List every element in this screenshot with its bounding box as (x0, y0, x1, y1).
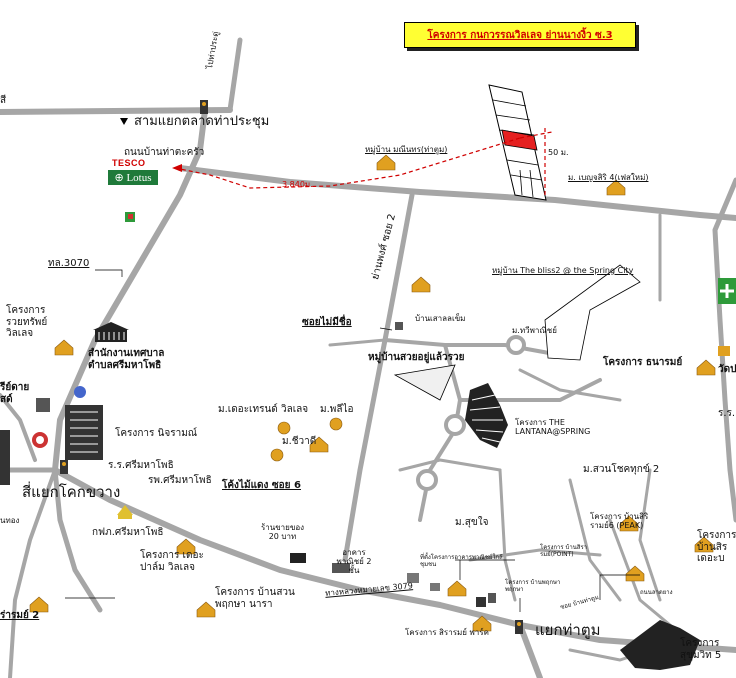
left-ramy-label: ร่ารมย์ 2 (0, 610, 40, 621)
sukhumvit5-label: โครงการ สุขุมวิท 5 (680, 638, 722, 661)
office-building-icon (93, 322, 129, 342)
building-label: อาคารพาณิชย์ 2 ชั้น (336, 548, 372, 576)
right-school-label: ร.ร. (718, 408, 736, 419)
muban-bliss-label: หมู่บ้าน The bliss2 @ the Spring City (492, 266, 634, 275)
tessaban-label: สำนักงานเทศบาล ตำบลศรีมหาโพธิ (88, 348, 165, 371)
traffic-light-icon (60, 100, 523, 634)
small-marker (125, 212, 135, 222)
left-thong-label: นทอง (0, 516, 20, 525)
ban-siri-label: โครงการ บ้านสิริรามย์6 (PEAK) (590, 512, 649, 531)
khong-mai-daeng-label: โค้งไม้แดง ซอย 6 (222, 480, 301, 491)
green-sign (718, 278, 736, 304)
project-title-banner: โครงการ กนกวรรณวิลเลจ ย่านนางงิ้ว ซ.3 (404, 22, 636, 48)
grey-plot (393, 364, 456, 401)
hospital-label: รพ.ศรีมหาโพธิ (148, 475, 212, 486)
house-icon (29, 154, 716, 632)
junction-tha-tum-label: แยกท่าตูม (535, 621, 601, 639)
right-project-label: โครงการ บ้านสิร เดอะบ (697, 530, 736, 564)
route-arrow-head (172, 164, 182, 172)
junction-north-label: สามแยกตลาดท่าประชุม (134, 114, 270, 129)
small-a-label: ที่ตั้งโครงการอาคารพาณิชย์ใกล้ชุมชน (420, 554, 503, 568)
small-c-label: โครงการ บ้านสิรารมย์(POINT) (540, 544, 588, 558)
highway-3070-label: ทล.3070 (48, 258, 90, 269)
small-b-label: โครงการ บ้านพฤกษาพฤกษา (505, 579, 561, 593)
route-to-project (174, 128, 553, 195)
junction-kot-label: สี่แยกโคกขวาง (22, 483, 121, 501)
width-label: 50 ม. (548, 148, 569, 157)
palm-village-label: โครงการ เดอะปาล์ม วิลเลจ (140, 550, 204, 573)
lantana-label: โครงการ THE LANTANA@SPRING (515, 418, 591, 437)
project-title: โครงการ กนกวรรณวิลเลจ ย่านนางงิ้ว ซ.3 (427, 29, 613, 41)
m-benjasiri4-label: ม. เบญจสิริ 4(เฟสใหม่) (568, 173, 649, 182)
tesco-lotus-logo: ⊕ Lotus (108, 170, 158, 185)
wat-label: วัดป (718, 364, 736, 375)
small-d-label: ถนนลาดยาง (640, 589, 673, 596)
m-paka-label: ม.ทวีพาณิชย์ (512, 326, 557, 335)
sukhumvit5-block (620, 620, 700, 670)
sirarom-label: โครงการ สิรารมย์ พาร์ค (405, 628, 489, 637)
ari-left-label: รีย์ดาย สด์ (0, 382, 30, 405)
project-plots (488, 84, 547, 201)
nisaram-block (0, 405, 103, 485)
pin-icon (32, 118, 730, 607)
m-chiwadi-label: ม.ชีวาดี (282, 436, 317, 447)
school-label: ร.ร.ศรีมหาโพธิ (108, 460, 174, 471)
m-phuttha-label: ม.พลีไอ (320, 404, 354, 415)
m-sukjai-label: ม.สุขใจ (455, 517, 489, 528)
road-ban-tha-takrai: ถนนบ้านท่าตะครัว (124, 147, 205, 158)
shop20-label: ร้านขายของ 20 บาท (260, 523, 305, 542)
soi-no-name-label: ซอยไม่มีชื่อ (302, 317, 352, 328)
ruai-sap-label: โครงการ รวยทรัพย์ วิลเลจ (6, 305, 48, 339)
tesco-logo-text: TESCO (112, 158, 146, 168)
roundabouts (416, 335, 526, 491)
numbered-markers (270, 417, 343, 462)
left-top-label: สี (0, 95, 7, 106)
the-trend-label: ม.เดอะเทรนด์ วิลเลจ (218, 404, 309, 415)
ban-sao-label: บ้านเสาลลเข็ม (415, 314, 466, 323)
thanarom-label: โครงการ ธนารมย์ (603, 357, 683, 368)
m-suan-chok-label: ม.สวนโชคทุกข์ 2 (583, 464, 660, 475)
bliss-project-outline (544, 264, 641, 361)
distance-label: 3,840ม. (282, 180, 313, 189)
muban-maneerat-label: หมู่บ้าน มณีนทร(ท่าตูม) (365, 145, 448, 154)
suan-phruksa-label: โครงการ บ้านสวนพฤกษา นารา (215, 587, 295, 610)
lantana-block (465, 383, 508, 448)
lantana-lines (469, 394, 504, 443)
leader-lines (65, 269, 640, 612)
nisaram-label: โครงการ นิจรามณ์ (115, 428, 198, 439)
muban-suan-label: หมู่บ้านสวยอยู่แล้วรวย (368, 352, 465, 363)
post-label: กฟภ.ศรีมหาโพธิ (92, 527, 164, 538)
